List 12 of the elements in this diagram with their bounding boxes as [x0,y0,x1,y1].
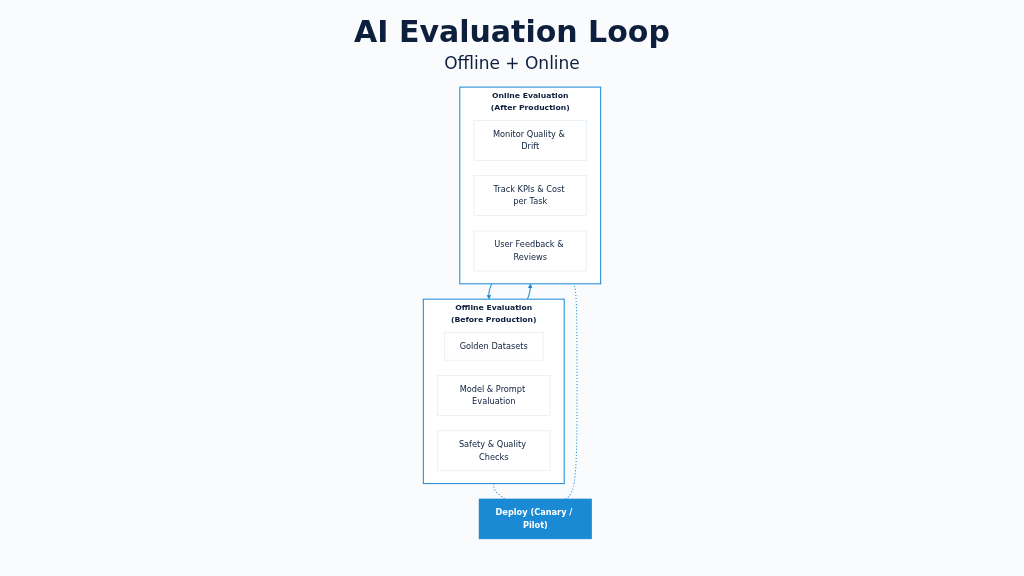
arrow [486,283,493,300]
node-box: Deploy (Canary / Pilot) [478,498,592,540]
connector [493,483,506,500]
node-box: Track KPIs & Cost per Task [473,175,587,216]
connector [564,283,578,500]
node-box: Safety & Quality Checks [437,430,551,472]
node-box: Model & Prompt Evaluation [437,375,551,416]
node-box: Monitor Quality & Drift [473,120,587,161]
node-box: Golden Datasets [444,332,544,361]
title: AI Evaluation Loop [353,14,671,49]
arrow [526,283,533,300]
subtitle: Offline + Online [443,53,581,73]
